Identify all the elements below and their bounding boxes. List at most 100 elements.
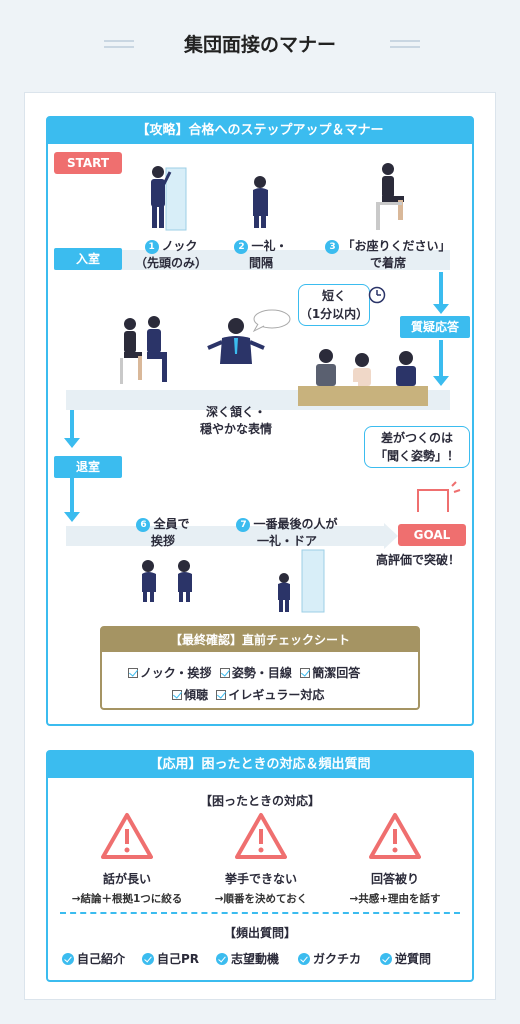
step-6-number: 6: [136, 518, 151, 532]
step-1-line2: （先頭のみ）: [134, 256, 207, 270]
step-2-line2: 間隔: [248, 256, 273, 270]
faq-label: 志望動機: [231, 952, 280, 966]
check-circle-icon: [216, 953, 228, 965]
checkbox-icon: [172, 690, 182, 700]
check-item-posture: 姿勢・目線: [231, 666, 292, 680]
trouble-long-name: 話が長い: [102, 872, 151, 886]
steps-panel-header: 【攻略】合格へのステップアップ＆マナー: [48, 118, 472, 144]
step-3-line1: 「お座りください」: [342, 239, 451, 253]
trouble-long-desc: →結論＋根拠1つに絞る: [71, 893, 183, 905]
qa-label: 質疑応答: [400, 316, 470, 338]
check-circle-icon: [298, 953, 310, 965]
flow-arrow-2: [433, 376, 449, 386]
listening-bubble: 差がつくのは 「聞く姿勢」！: [364, 426, 470, 468]
check-circle-icon: [142, 953, 154, 965]
title-decoration-right: [390, 40, 420, 48]
goal-text: 高評価で突破！: [375, 553, 460, 567]
trouble-raise-hand-name: 挙手できない: [224, 872, 297, 886]
advanced-panel-header: 【応用】困ったときの対応＆頻出質問: [48, 752, 472, 778]
step-7-line2: 一礼・ドア: [256, 534, 317, 548]
step-1-line1: ノック: [161, 239, 198, 253]
step-3-line2: で着席: [369, 256, 406, 270]
checksheet-row-2: 傾聴 イレギュラー対応: [172, 686, 324, 703]
warning-icon: [101, 813, 153, 859]
listening-candidates-illustration: [120, 316, 167, 384]
faq-self-pr: 自己PR: [142, 950, 199, 967]
checksheet-row-1: ノック・挨拶 姿勢・目線 簡潔回答: [128, 664, 360, 681]
checkbox-icon: [216, 690, 227, 700]
goal-arrow: [384, 523, 398, 549]
faq-motivation: 志望動機: [216, 950, 279, 967]
start-badge: START: [54, 152, 122, 174]
step-2-line1: 一礼・: [251, 239, 288, 253]
check-item-listen: 傾聴: [184, 688, 209, 702]
bow-illustration: [253, 176, 268, 228]
flow-connector-4: [70, 478, 74, 514]
flow-arrow-4: [64, 512, 80, 522]
checksheet-header: 【最終確認】直前チェックシート: [102, 628, 418, 652]
warning-icon: [235, 813, 287, 859]
nod-text: 深く頷く・ 穏やかな表情: [186, 404, 286, 438]
section-divider: [60, 912, 460, 914]
short-answer-line1: 短く: [321, 289, 346, 303]
trouble-overlap-name: 回答被り: [370, 872, 419, 886]
checkbox-icon: [300, 668, 311, 678]
faq-title: 【頻出質問】: [223, 926, 296, 940]
faq-label: ガクチカ: [313, 952, 362, 966]
flow-arrow-1: [433, 304, 449, 314]
knock-illustration: [151, 166, 187, 231]
trouble-raise-hand-desc: →順番を決めておく: [214, 893, 308, 905]
check-item-concise: 簡潔回答: [312, 666, 361, 680]
step-3: 3「お座りください」 で着席: [318, 238, 458, 272]
trouble-title: 【困ったときの対応】: [199, 794, 320, 808]
listening-line1: 差がつくのは: [380, 431, 453, 445]
nod-line2: 穏やかな表情: [199, 422, 272, 436]
faq-label: 自己PR: [157, 952, 200, 966]
flow-connector-3: [70, 410, 74, 440]
faq-self-intro: 自己紹介: [62, 950, 125, 967]
trouble-overlap: 回答被り →共感+理由を話す: [320, 812, 470, 906]
trouble-long: 話が長い →結論＋根拠1つに絞る: [52, 812, 202, 906]
step-2-number: 2: [234, 240, 249, 254]
nod-line1: 深く頷く・: [205, 405, 266, 419]
step-6-line1: 全員で: [153, 517, 190, 531]
short-answer-bubble: 短く （1分以内）: [298, 284, 370, 326]
trouble-overlap-desc: →共感+理由を話す: [349, 893, 441, 905]
goal-badge: GOAL: [398, 524, 466, 546]
advanced-panel: 【応用】困ったときの対応＆頻出質問 【困ったときの対応】: [46, 750, 474, 982]
interviewer-illustration: [207, 318, 265, 364]
goal-flag-icon: [417, 481, 461, 512]
faq-reverse-question: 逆質問: [380, 950, 431, 967]
check-circle-icon: [62, 953, 74, 965]
title-decoration-left: [104, 40, 134, 48]
seated-illustration: [376, 163, 404, 230]
warning-icon: [369, 813, 421, 859]
faq-label: 自己紹介: [77, 952, 126, 966]
step-6-line2: 挨拶: [150, 534, 175, 548]
final-checksheet: 【最終確認】直前チェックシート ノック・挨拶 姿勢・目線 簡潔回答 傾聴 イレギ…: [100, 626, 420, 710]
step-7-number: 7: [236, 518, 251, 532]
exit-label: 退室: [54, 456, 122, 478]
check-item-knock: ノック・挨拶: [140, 666, 212, 680]
clock-icon: [368, 286, 386, 304]
trouble-raise-hand: 挙手できない →順番を決めておく: [186, 812, 336, 906]
listening-line2: 「聞く姿勢」！: [374, 449, 459, 463]
short-answer-line2: （1分以内）: [299, 307, 369, 321]
checkbox-icon: [219, 668, 230, 678]
faq-gakuchika: ガクチカ: [298, 950, 361, 967]
page-title: 集団面接のマナー: [183, 34, 336, 56]
checkbox-icon: [128, 668, 138, 678]
flow-band-1: [54, 250, 450, 270]
step-1-number: 1: [144, 240, 159, 254]
speech-bubble-icon: [252, 309, 291, 332]
door-exit-illustration: [278, 549, 325, 613]
step-7-line1: 一番最後の人が: [253, 517, 338, 531]
steps-panel: 【攻略】合格へのステップアップ＆マナー: [46, 116, 474, 726]
panel-interviewers-illustration: [298, 349, 428, 406]
check-circle-icon: [380, 953, 392, 965]
check-item-irregular: イレギュラー対応: [228, 688, 325, 702]
